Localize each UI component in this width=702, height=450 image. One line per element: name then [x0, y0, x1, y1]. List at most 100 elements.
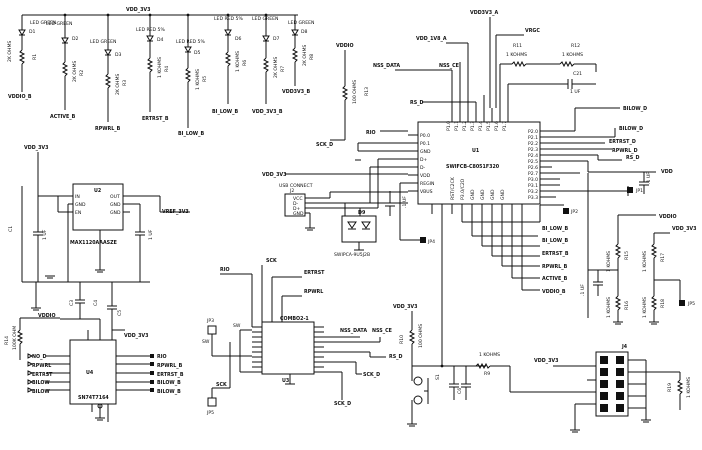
res-ref: R18 [660, 299, 666, 308]
led-d3: LED GREEN D3 2K OHMS R3 RPWRL_B [90, 30, 128, 132]
led-d1: LED GREEN D1 2K OHMS R1 VDDIO_B [7, 20, 56, 100]
net-label: RIO [220, 267, 230, 273]
led-label: LED GREEN [30, 20, 56, 26]
led-net: BI_LOW_B [212, 109, 238, 115]
cap-value: .1 UF [402, 196, 408, 208]
led-bus: VDD_3V3 [21, 7, 298, 30]
net-label: RIO [366, 130, 376, 136]
net-label: RS_D [410, 100, 424, 106]
u2-regulator: VDD_3V3 U2 IN GND EN OUT GND GND MAX1120… [8, 145, 190, 311]
net-label: VDDIO_B [542, 289, 566, 295]
reset-circuit: VDD_3V3 R10 100 OHMS S1 C6 1 KOHMS R9 [393, 304, 596, 427]
net-label: VREF_3V3 [162, 209, 189, 215]
res-value: 1 KOHMS [606, 251, 612, 272]
led-ref: D1 [29, 29, 36, 35]
pin-label: P1.4 [478, 121, 484, 131]
led-label: LED GREEN [288, 20, 314, 26]
cap-value: 1 UF [570, 89, 581, 95]
res-value: 1 KOHMS [157, 57, 163, 78]
net-label: VDD_3V3 [124, 333, 148, 339]
res-value: 2K OHMS [7, 41, 13, 62]
res-ref: R17 [660, 253, 666, 262]
switch-ref: S1 [435, 374, 441, 380]
res-value: 1 KOHMS [195, 69, 201, 90]
pin-label: REGIN [420, 181, 434, 187]
signal-label: RIO [157, 354, 167, 360]
led-ref: D6 [235, 36, 242, 42]
cap-value: .1 UF [646, 172, 652, 184]
led-net: ERTRST_B [142, 116, 169, 122]
u2-part: MAX1120AAASZE [70, 240, 117, 246]
u2-ref: U2 [94, 188, 101, 194]
led-d4: LED RED 5% D4 1 KOHMS R4 ERTRST_B [136, 27, 170, 122]
pin-label: VCC [293, 196, 303, 202]
net-label: NSS_DATA [340, 328, 367, 334]
signal-label: RPWRL [32, 363, 51, 369]
res-ref: R16 [624, 301, 630, 310]
cap-ref: C5 [117, 310, 123, 316]
led-ref: D3 [115, 52, 122, 58]
net-label: VRGC [525, 28, 540, 34]
pin-label: P1.6 [494, 121, 500, 131]
res-ref: R11 [513, 43, 522, 49]
cap-ref: C6 [457, 388, 463, 394]
led-net: VDD_3V3_B [252, 109, 283, 115]
pin-label: P2.4 [528, 153, 538, 159]
res-value: 1 KOHMS [642, 251, 648, 272]
pin-label: P2.5 [528, 159, 538, 165]
res-value: 100K OHM [12, 326, 18, 350]
u1-top-pins: P1.0 P1.1 P1.2 P1.3 P1.4 P1.5 P1.6 P1.7 [446, 108, 509, 131]
jumper-label: JP4 [427, 239, 435, 245]
res-value: 2K OHMS [115, 74, 121, 95]
pin-label: P2.2 [528, 141, 538, 147]
pin-label: P3.2 [528, 189, 538, 195]
vddio-pullup: VDDIO 100 OHMS R13 RIO SCK_D [316, 43, 408, 161]
pin-label: P3.0/C2D [460, 178, 466, 200]
pin-label: P3.0 [528, 177, 538, 183]
led-ref: D7 [273, 36, 280, 42]
header-ref: J4 [621, 344, 628, 350]
tvs-ref: D9 [358, 210, 366, 216]
res-ref: R19 [667, 383, 673, 392]
res-value: 2K OHMS [72, 61, 78, 82]
led-label: LED GREEN [252, 16, 278, 22]
cap-ref: C4 [93, 300, 99, 306]
net-label: VDDIO [336, 43, 354, 49]
net-label: ERTRST_B [542, 251, 569, 257]
u4-ref: U4 [86, 370, 94, 376]
u1-bottom-wiring: JP2 BI_LOW_B BI_LOW_B ERTRST_B RPWRL_B A… [431, 204, 578, 355]
pin-label: GND [420, 149, 431, 155]
led-label: LED RED 5% [214, 16, 243, 22]
res-ref: R1 [32, 54, 38, 60]
u1-top-wiring: VDD3V3_A VRGC VDD_1V8_A NSS_DATA NSS_CE … [373, 10, 597, 108]
led-net: RPWRL_B [95, 126, 121, 132]
led-label: LED RED 5% [176, 39, 205, 45]
pin-label: P2.0 [528, 129, 538, 135]
net-label-vdd-3v3-top: VDD_3V3 [126, 7, 150, 13]
led-net: BI_LOW_B [178, 131, 204, 137]
pin-label: D- [420, 165, 426, 171]
u1-ref: U1 [472, 148, 479, 154]
u1-left-pins: P0.0 P0.1 GND D+ D- VDD REGIN VBUS [408, 133, 434, 195]
tvs-part: SWIPCA-9U5J2B [334, 252, 370, 258]
net-label: BILOW_D [623, 106, 647, 112]
signal-label: BILOW [32, 389, 50, 395]
pin-label: P1.2 [462, 121, 468, 131]
net-label: NSS_DATA [373, 63, 400, 69]
net-label: BI_LOW_B [542, 238, 568, 244]
pin-label: P1.0 [446, 121, 452, 131]
net-label: SW [233, 323, 241, 329]
pin-label: VBUS [420, 189, 433, 195]
usb-ref: J2 [289, 188, 294, 194]
net-label: VDD [661, 169, 673, 175]
signal-label: RPWRL_B [157, 363, 183, 369]
led-d8: LED GREEN D8 2K OHMS R8 VDD3V3_B [282, 20, 315, 95]
jumper-label: JP2 [570, 209, 578, 215]
res-ref: R6 [242, 60, 248, 66]
net-label: NSS_CE [372, 328, 392, 334]
signal-label: BILOW_B [157, 380, 181, 386]
pin-label: GND [480, 189, 486, 200]
jumper-label: JP5 [687, 301, 695, 307]
signal-label: NO_D [32, 354, 46, 360]
